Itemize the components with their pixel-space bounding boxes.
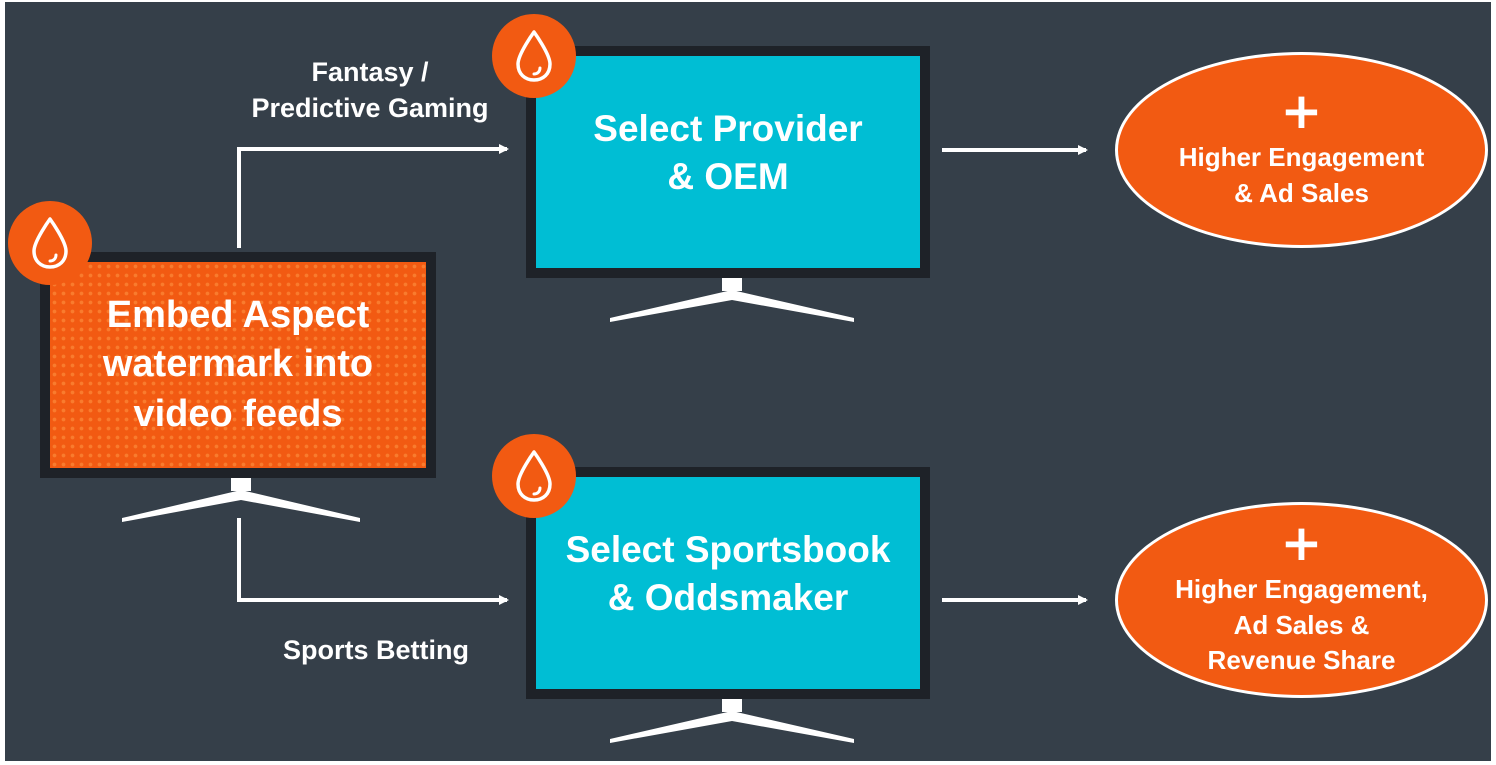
outcome-text-top: Higher Engagement & Ad Sales [1178, 141, 1425, 208]
route-label-fantasy: Fantasy / Predictive Gaming [251, 57, 489, 124]
source-text: Embed Aspect watermark into video feeds [102, 293, 374, 435]
water-drop-icon [516, 450, 552, 502]
source-screen: Embed Aspect watermark into video feeds [50, 262, 426, 468]
sportsbook-step-text: Select Sportsbook & Oddsmaker [565, 528, 891, 618]
outcome-engagement-revenue-share: + Higher Engagement, Ad Sales & Revenue … [1115, 502, 1488, 698]
provider-step-text: Select Provider & OEM [593, 107, 863, 197]
plus-icon: + [1280, 81, 1323, 140]
water-drop-icon [32, 217, 68, 269]
water-drop-icon [516, 30, 552, 82]
provider-monitor-stand [610, 278, 854, 322]
plus-icon: + [1280, 513, 1323, 572]
sportsbook-monitor: Select Sportsbook & Oddsmaker [526, 467, 930, 699]
source-drop-badge [8, 201, 92, 285]
provider-screen: Select Provider & OEM [536, 56, 920, 268]
outcome-engagement-ad-sales: + Higher Engagement & Ad Sales [1115, 52, 1488, 248]
sportsbook-drop-badge [492, 434, 576, 518]
connector-source-to-sportsbook [237, 518, 509, 605]
provider-drop-badge [492, 14, 576, 98]
source-monitor: Embed Aspect watermark into video feeds [40, 252, 436, 478]
source-monitor-stand [122, 478, 360, 522]
sportsbook-screen: Select Sportsbook & Oddsmaker [536, 477, 920, 689]
sportsbook-monitor-stand [610, 699, 854, 743]
connector-source-to-provider [237, 144, 509, 248]
route-label-sports-betting: Sports Betting [283, 635, 469, 665]
outcome-text-bottom: Higher Engagement, Ad Sales & Revenue Sh… [1175, 573, 1428, 676]
provider-monitor: Select Provider & OEM [526, 46, 930, 278]
